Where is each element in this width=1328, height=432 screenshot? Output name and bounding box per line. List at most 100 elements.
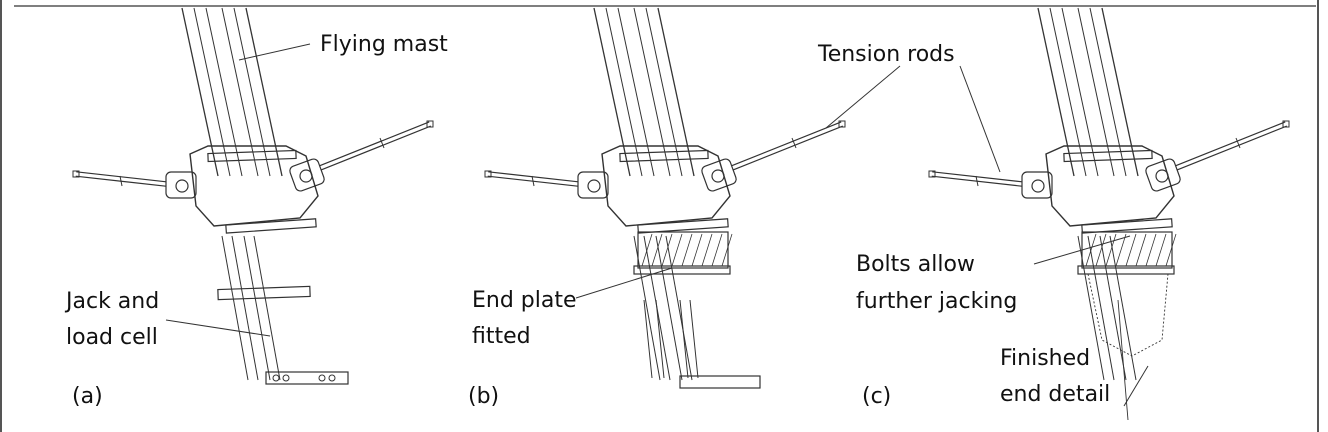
panel-b-hatch-1	[651, 233, 663, 267]
panel-a-mast-line-0	[181, 7, 219, 177]
panel-c-rod-right-mark	[1235, 137, 1241, 149]
panel-b-mast-line-5	[657, 7, 695, 177]
panel-a-base-bolt-1	[282, 374, 290, 382]
leader-tension-rods-b	[825, 65, 901, 129]
panel-c-hatch-3	[1115, 233, 1127, 267]
panel-c-hatch-1	[1095, 233, 1107, 267]
panel-b-pin-left	[587, 179, 601, 193]
panel-a-mast-line-1	[193, 7, 231, 177]
panel-c-rod-right-end	[1282, 120, 1290, 128]
panel-a-mast-line-5	[245, 7, 283, 177]
label-end-plate-line1: End plate	[472, 288, 577, 313]
panel-a-clevis-left	[165, 171, 197, 199]
panel-c-hatch-6	[1145, 233, 1157, 267]
label-bolts-line1: Bolts allow	[856, 252, 975, 277]
panel-a-base-bolt-2	[318, 374, 326, 382]
panel-a-rod-left-mark	[119, 175, 123, 187]
panel-b-bolt-rod-3	[689, 299, 699, 379]
panel-c-rod-left-end	[928, 170, 936, 178]
panel-b-stem-line-2	[655, 235, 683, 381]
caption-panel-b: (b)	[468, 384, 500, 409]
panel-b-gusset	[601, 145, 731, 227]
panel-b-hatch-8	[721, 233, 733, 267]
panel-b-rod-right-edge2	[730, 121, 842, 167]
panel-a-rod-left-edge1	[76, 171, 167, 183]
panel-c-mast-line-0	[1037, 7, 1075, 177]
panel-a-jack-plate	[217, 285, 311, 301]
panel-a-mast-line-2	[205, 7, 243, 177]
panel-b-base-plate	[679, 375, 761, 389]
panel-c-clevis-right	[1145, 158, 1181, 192]
panel-b-rod-right-edge1	[732, 125, 844, 171]
panel-c-mast-line-2	[1061, 7, 1099, 177]
panel-b-hatch-4	[681, 233, 693, 267]
panel-a-base-bolt-0	[272, 374, 280, 382]
panel-b-hatch-7	[711, 233, 723, 267]
panel-a-pin-left	[175, 179, 189, 193]
label-jack-line2: load cell	[66, 325, 158, 350]
panel-b-rod-left-mark	[531, 175, 535, 187]
panel-a-top-flange	[207, 149, 297, 163]
panel-b-mast-line-2	[617, 7, 655, 177]
panel-a-rod-right-edge1	[320, 125, 432, 171]
panel-c-hatch-7	[1155, 233, 1167, 267]
leader-end-plate	[575, 267, 673, 299]
panel-a-base-plate	[265, 371, 349, 385]
panel-b-stem-line-3	[665, 235, 693, 381]
panel-b-group	[484, 7, 846, 389]
panel-b-bolt-rod-1	[655, 299, 665, 379]
panel-c-pin-left	[1031, 179, 1045, 193]
label-finished-line2: end detail	[1000, 382, 1111, 407]
panel-b-mast-line-0	[593, 7, 631, 177]
panel-a-bottom-flange	[225, 218, 317, 234]
panel-a-rod-right-end	[426, 120, 434, 128]
panel-c-mast-line-3	[1077, 7, 1115, 177]
panel-c-gusset	[1045, 145, 1175, 227]
panel-b-bolt-rod-0	[643, 299, 653, 379]
panel-c-hatch-2	[1105, 233, 1117, 267]
panel-c-group	[928, 7, 1290, 421]
panel-b-clevis-right	[701, 158, 737, 192]
label-bolts-line2: further jacking	[856, 289, 1018, 314]
label-flying-mast: Flying mast	[320, 32, 448, 57]
panel-c-rod-left-mark	[975, 175, 979, 187]
panel-a-mast-line-4	[233, 7, 271, 177]
panel-c-clevis-left	[1021, 171, 1053, 199]
label-tension-rods: Tension rods	[818, 42, 955, 67]
panel-b-clevis-left	[577, 171, 609, 199]
panel-b-hatch-3	[671, 233, 683, 267]
panel-c-mast-line-4	[1089, 7, 1127, 177]
panel-a-stem-line-0	[221, 235, 249, 381]
panel-c-pin-right	[1155, 169, 1169, 183]
panel-a-stem-line-1	[231, 235, 259, 381]
leader-tension-rods-c	[959, 65, 1001, 173]
panel-c-rod-right-edge1	[1176, 125, 1288, 171]
panel-c-hatch-0	[1085, 233, 1097, 267]
panel-c-bottom-flange	[1081, 218, 1173, 234]
panel-b-hatch-6	[701, 233, 713, 267]
caption-panel-c: (c)	[862, 384, 892, 409]
panel-a-rod-right-mark	[379, 137, 385, 149]
panel-b-top-flange	[619, 149, 709, 163]
panel-b-pin-right	[711, 169, 725, 183]
label-jack-line1: Jack and	[66, 289, 160, 314]
panel-a-stem-line-3	[253, 235, 281, 381]
panel-c-finished-detail	[1087, 273, 1169, 357]
panel-b-bottom-flange	[637, 218, 729, 234]
panel-a-drawing	[72, 7, 434, 385]
panel-c-drawing	[928, 7, 1290, 421]
caption-panel-a: (a)	[72, 384, 103, 409]
panel-b-rod-right-end	[838, 120, 846, 128]
panel-b-packing-block	[637, 231, 729, 269]
panel-a-gusset	[189, 145, 319, 227]
panel-c-mast-line-5	[1101, 7, 1139, 177]
leader-bolts	[1033, 235, 1131, 265]
panel-b-end-plate	[633, 265, 731, 275]
panel-c-finished-centerline	[1117, 299, 1129, 421]
panel-a-pin-right	[299, 169, 313, 183]
panel-b-hatch-0	[641, 233, 653, 267]
panel-b-mast-line-1	[605, 7, 643, 177]
panel-b-mast-line-4	[645, 7, 683, 177]
panel-a-rod-right-edge2	[318, 121, 430, 167]
